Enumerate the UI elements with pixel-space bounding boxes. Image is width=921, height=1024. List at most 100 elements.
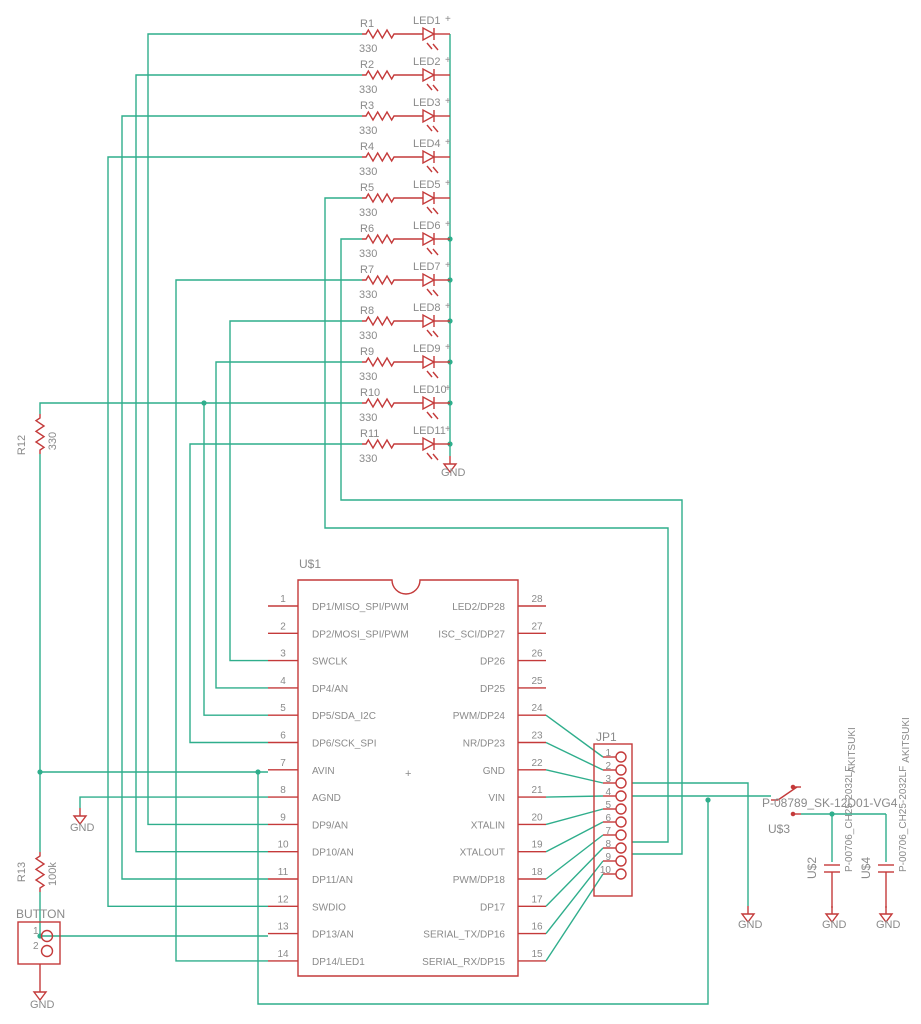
ic-pin-number: 4 (280, 676, 286, 687)
header-pin-number: 8 (605, 839, 611, 850)
led-arrow (432, 125, 439, 133)
cap-part: P-00706_CH25-2032LF (898, 766, 909, 872)
cap-name: U$2 (805, 857, 819, 879)
led-arrow (426, 329, 433, 337)
wire-ic-led (203, 402, 362, 716)
led-arrow (426, 42, 433, 50)
button-body (17, 921, 61, 965)
resistor-value: 330 (359, 166, 377, 178)
led-arrow (432, 207, 439, 215)
ic-pin-label: DP6/SCK_SPI (312, 739, 376, 750)
header-pin-number: 10 (600, 865, 612, 876)
switch-part: P-08789_SK-12D01-VG4 (762, 796, 898, 810)
switch-blade (777, 786, 798, 801)
resistor-symbol (362, 28, 398, 40)
led-label: LED7 (413, 261, 441, 273)
gnd-label: GND (738, 919, 763, 931)
ground-symbol (740, 913, 756, 924)
ground-symbol (824, 913, 840, 924)
resistor-symbol (362, 69, 398, 81)
button-pin-number: 1 (33, 926, 39, 937)
ic-pin-number: 6 (280, 731, 286, 742)
r13-name: R13 (16, 862, 28, 882)
ic-pin-label: DP17 (480, 902, 505, 913)
ic-pin-label: VIN (488, 793, 505, 804)
header-pin-number: 5 (605, 800, 611, 811)
resistor-label: R10 (360, 387, 380, 399)
resistor-symbol (362, 151, 398, 163)
button-pin (40, 944, 54, 958)
gnd-label: GND (70, 822, 95, 834)
led-symbol (422, 67, 436, 83)
header-name: JP1 (596, 730, 617, 744)
ic-pin-label: DP26 (480, 657, 505, 668)
resistor-symbol (362, 315, 398, 327)
header-pin (615, 829, 627, 841)
junction (705, 797, 711, 803)
led-symbol (422, 272, 436, 288)
header-pin (615, 751, 627, 763)
labels: R1330LED1+R2330LED2+R3330LED3+R4330LED4+… (16, 14, 912, 1011)
resistor-symbol (362, 274, 398, 286)
led-label: LED5 (413, 179, 441, 191)
ic-pin-number: 18 (531, 867, 543, 878)
ic-pin-number: 2 (280, 621, 286, 632)
led-arrow (426, 288, 433, 296)
ic-pin-number: 11 (278, 867, 289, 878)
gnd-label: GND (30, 999, 55, 1011)
led-symbol (422, 313, 436, 329)
ic-pin-number: 26 (531, 649, 543, 660)
header-pin (615, 803, 627, 815)
resistor-label: R1 (360, 18, 374, 30)
ic-name: U$1 (299, 557, 321, 571)
led-arrow (426, 370, 433, 378)
resistor-value: 330 (359, 125, 377, 137)
cap-name: U$4 (859, 857, 873, 879)
ic-pin-number: 17 (531, 894, 543, 905)
led-plus: + (445, 383, 451, 394)
led-arrow (432, 453, 439, 461)
resistor-value: 330 (359, 453, 377, 465)
header-pin (615, 777, 627, 789)
ic-body (297, 579, 519, 977)
led-plus: + (445, 137, 451, 148)
ic-pin-label: DP25 (480, 684, 505, 695)
led-plus: + (445, 219, 451, 230)
led-label: LED9 (413, 343, 441, 355)
resistor-label: R6 (360, 223, 374, 235)
led-symbol (422, 149, 436, 165)
header-pin-number: 3 (605, 774, 611, 785)
led-plus: + (445, 14, 451, 25)
ic-pin-number: 10 (277, 840, 289, 851)
led-plus: + (445, 424, 451, 435)
wire-ic-led (121, 115, 362, 880)
resistor-symbol (362, 110, 398, 122)
ic-pin-label: DP4/AN (312, 684, 348, 695)
r12-name: R12 (16, 435, 28, 455)
wire-led6-xtal (340, 238, 683, 855)
resistor-label: R9 (360, 346, 374, 358)
ic-pin-label: NR/DP23 (463, 739, 506, 750)
ic-pin-number: 24 (531, 703, 543, 714)
resistor-value: 330 (359, 207, 377, 219)
resistor-value: 330 (359, 412, 377, 424)
resistor-value: 330 (359, 330, 377, 342)
ic-pin-number: 1 (280, 594, 286, 605)
header-pin (615, 868, 627, 880)
led-arrow (426, 83, 433, 91)
led-arrow (426, 124, 433, 132)
ground-symbol (72, 815, 88, 826)
led-symbol (422, 395, 436, 411)
resistor-label: R11 (360, 428, 379, 440)
resistor-label: R8 (360, 305, 374, 317)
resistor-label: R4 (360, 141, 374, 153)
ic-pin-number: 27 (531, 621, 543, 632)
ic-pin-number: 14 (277, 949, 289, 960)
gnd-label: GND (822, 919, 847, 931)
resistor-value: 330 (359, 289, 377, 301)
wire-ic-led (215, 361, 362, 689)
led-plus: + (445, 178, 451, 189)
led-label: LED10 (413, 384, 447, 396)
cap-part: P-00706_CH25-2032LF (844, 766, 855, 872)
ic-pin-number: 8 (280, 785, 286, 796)
